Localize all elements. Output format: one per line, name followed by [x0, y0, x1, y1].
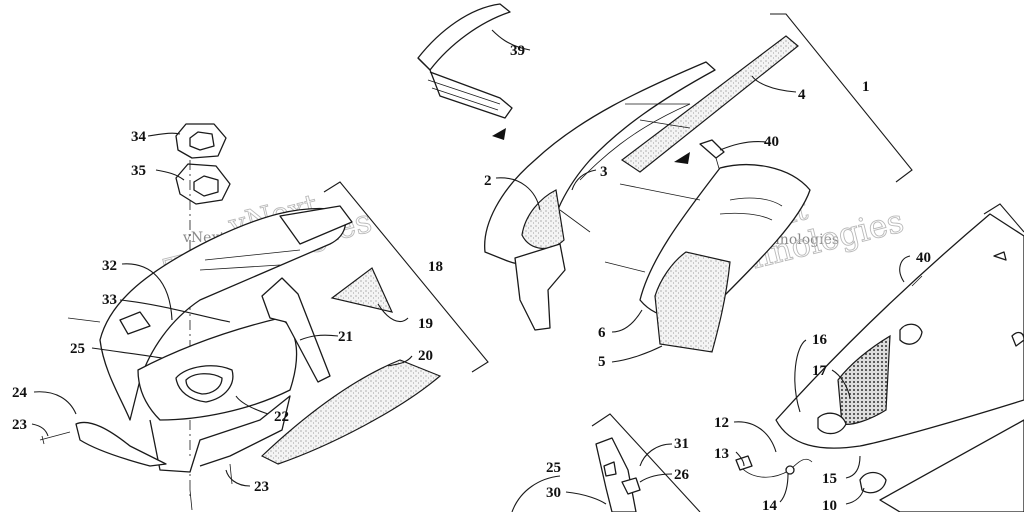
callout-5: 5	[598, 354, 606, 370]
part-35-gasket	[175, 163, 231, 205]
callout-30: 30	[546, 485, 561, 501]
part-40-fastener-right	[911, 251, 1007, 287]
callout-20: 20	[418, 348, 433, 364]
part-40-fastener-top	[674, 139, 725, 173]
callout-32: 32	[102, 258, 117, 274]
callout-3: 3	[600, 164, 608, 180]
part-4-windshield	[620, 35, 799, 173]
part-5-foam-pad	[654, 251, 731, 353]
callout-10: 10	[822, 498, 837, 512]
callout-17: 17	[812, 363, 828, 379]
part-25-bracket-bottom	[511, 475, 561, 512]
part-24-panel	[75, 421, 167, 467]
part-26-bracket	[591, 413, 701, 512]
callout-15: 15	[822, 471, 837, 487]
callout-18: 18	[428, 259, 443, 275]
callout-25-left: 25	[70, 341, 85, 357]
callout-21: 21	[338, 329, 353, 345]
callout-23-bottom: 23	[254, 479, 269, 495]
callout-39: 39	[510, 43, 525, 59]
small-fasteners-left	[39, 311, 233, 511]
part-20-pad	[260, 359, 442, 465]
callout-33: 33	[102, 292, 117, 308]
part-21-bracket	[261, 277, 331, 383]
callout-4: 4	[798, 87, 806, 103]
callout-34: 34	[131, 129, 147, 145]
callout-40-top: 40	[764, 134, 779, 150]
callout-6: 6	[598, 325, 606, 341]
callout-40-right: 40	[916, 250, 931, 266]
callout-14: 14	[762, 498, 778, 512]
callout-24: 24	[12, 385, 28, 401]
part-10-cover	[859, 419, 1024, 512]
callout-16: 16	[812, 332, 828, 348]
part-18-console	[99, 205, 353, 473]
leader-lines	[31, 29, 911, 505]
callout-labels: 39 1 4 40 3 2 6 5 34 35 32 33 25 24 23 2…	[12, 43, 931, 512]
group-bracket-right	[983, 203, 1024, 233]
callout-25-bottom: 25	[546, 460, 561, 476]
group-bracket-18	[323, 181, 489, 373]
callout-13: 13	[714, 446, 729, 462]
callout-2: 2	[484, 173, 492, 189]
callout-31: 31	[674, 436, 689, 452]
group-bracket-1	[770, 13, 913, 183]
part-13-wire	[735, 455, 813, 478]
part-19-pad	[330, 267, 394, 313]
callout-19: 19	[418, 316, 433, 332]
callout-22: 22	[274, 409, 289, 425]
part-2-hood	[484, 61, 716, 331]
part-34-gasket	[175, 123, 227, 159]
callout-35: 35	[131, 163, 146, 179]
callout-1: 1	[862, 79, 870, 95]
callout-23-left: 23	[12, 417, 27, 433]
callout-26: 26	[674, 467, 690, 483]
callout-12: 12	[714, 415, 729, 431]
part-16-side-panel	[775, 213, 1024, 449]
part-39-vent	[417, 3, 513, 140]
